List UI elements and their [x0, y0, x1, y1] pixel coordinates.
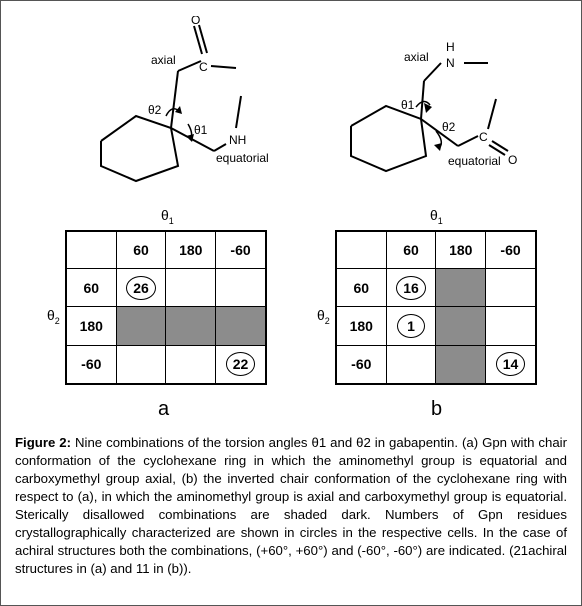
table-a-cell	[115, 344, 167, 385]
molecule-a-diagram: O C NH axial equatorial θ2 θ1	[100, 16, 269, 183]
table-a-col-header: 60	[115, 230, 167, 269]
table-a-cell: 22	[215, 344, 267, 385]
atom-n-b: N	[446, 56, 455, 70]
table-a-cell-disallowed	[215, 306, 267, 346]
atom-o-b: O	[508, 153, 517, 167]
table-a-cell	[165, 344, 217, 385]
count-circle: 1	[397, 314, 425, 339]
axial-label-a: axial	[151, 53, 176, 67]
caption-text: Nine combinations of the torsion angles …	[15, 435, 568, 576]
table-a: 60 180 -60 60 26 180 -60 22	[65, 230, 267, 385]
panel-label-a: a	[158, 398, 170, 420]
table-a-cell: 26	[115, 267, 167, 308]
panel-label-b: b	[431, 398, 443, 420]
figure-label: Figure 2:	[15, 435, 72, 450]
table-a-theta2-axis: θ2	[47, 307, 60, 326]
table-b-theta2-axis: θ2	[317, 307, 330, 326]
theta2-label-b: θ2	[442, 120, 456, 134]
table-b-col-header: 60	[385, 230, 437, 269]
theta1-label-a: θ1	[194, 123, 208, 137]
table-b-row-header: 60	[335, 267, 387, 308]
table-a-theta1-axis: θ1	[161, 207, 174, 226]
count-circle: 26	[126, 275, 156, 300]
table-b-row-header: -60	[335, 344, 387, 385]
table-a-col-header: -60	[215, 230, 267, 269]
theta1-label-b: θ1	[401, 98, 415, 112]
table-a-row-header: 60	[65, 267, 117, 308]
table-a-cell-disallowed	[115, 306, 167, 346]
table-b-cell-disallowed	[435, 267, 487, 308]
atom-h-b: H	[446, 40, 455, 54]
table-a-col-header: 180	[165, 230, 217, 269]
table-a-cell	[215, 267, 267, 308]
equatorial-label-a: equatorial	[216, 151, 269, 165]
table-b-cell	[385, 344, 437, 385]
table-a-row-header: 180	[65, 306, 117, 346]
table-b-cell: 1	[385, 306, 437, 346]
axial-label-b: axial	[404, 50, 429, 64]
table-b-cell: 16	[385, 267, 437, 308]
table-b-cell-disallowed	[435, 344, 487, 385]
atom-nh-a: NH	[229, 133, 246, 147]
table-a-row-header: -60	[65, 344, 117, 385]
table-b: 60 180 -60 60 16 180 1 -60 14	[335, 230, 537, 385]
table-b-corner	[335, 230, 387, 269]
table-a-cell	[165, 267, 217, 308]
table-a-cell-disallowed	[165, 306, 217, 346]
count-circle: 14	[495, 352, 526, 377]
table-b-col-header: -60	[485, 230, 537, 269]
table-b-theta1-axis: θ1	[430, 207, 443, 226]
atom-c-b: C	[479, 130, 488, 144]
table-b-cell: 14	[485, 344, 537, 385]
count-circle: 16	[396, 275, 426, 300]
molecule-b-diagram: H N C O axial equatorial θ1 θ2	[350, 40, 517, 173]
atom-c-a: C	[199, 60, 208, 74]
table-b-cell	[485, 306, 537, 346]
atom-o-a: O	[191, 16, 200, 27]
table-b-cell-disallowed	[435, 306, 487, 346]
table-b-row-header: 180	[335, 306, 387, 346]
theta2-label-a: θ2	[148, 103, 162, 117]
table-a-corner	[65, 230, 117, 269]
figure-caption: Figure 2: Nine combinations of the torsi…	[15, 434, 567, 578]
equatorial-label-b: equatorial	[448, 154, 501, 168]
count-circle: 22	[225, 352, 256, 377]
table-b-cell	[485, 267, 537, 308]
table-b-col-header: 180	[435, 230, 487, 269]
